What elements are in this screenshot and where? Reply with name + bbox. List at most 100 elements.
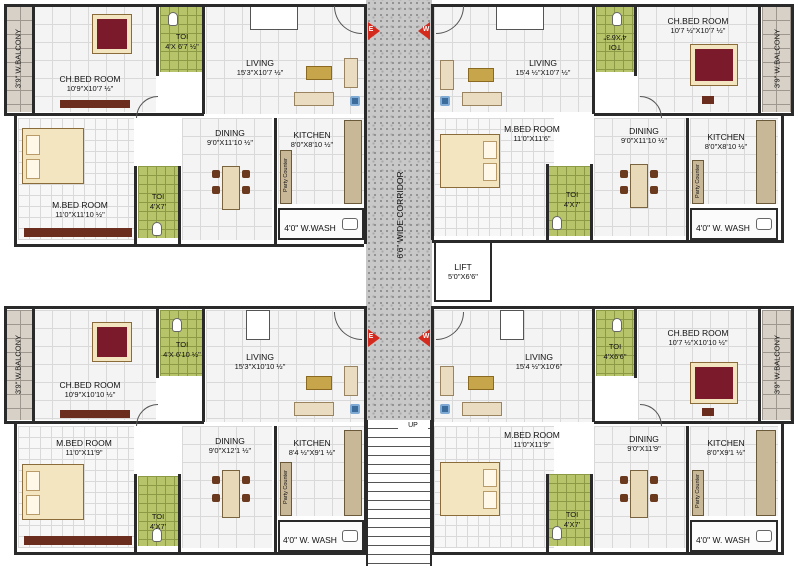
wardrobe — [702, 96, 714, 104]
kitchen-counter — [344, 120, 362, 204]
entry-arrow-west — [418, 329, 430, 347]
party-counter — [692, 160, 704, 204]
toilet-icon — [612, 12, 622, 26]
party-counter — [692, 470, 704, 516]
living-floor — [434, 6, 592, 112]
dining-floor — [182, 118, 272, 240]
wardrobe — [24, 536, 132, 545]
sink-icon — [756, 530, 772, 542]
chair — [242, 476, 250, 484]
chair — [620, 476, 628, 484]
party-counter — [280, 462, 292, 516]
stairs-up-label: UP — [398, 421, 428, 431]
balcony — [6, 310, 32, 420]
entry-letter: E — [368, 26, 374, 33]
kitchen-counter — [756, 430, 776, 516]
wardrobe — [24, 228, 132, 237]
toilet-icon — [152, 222, 162, 236]
bed — [92, 322, 132, 362]
entry-arrow-east — [368, 329, 380, 347]
party-counter-label: Party Counter — [695, 164, 701, 198]
chair — [650, 186, 658, 194]
window — [500, 310, 524, 340]
window — [250, 4, 298, 30]
plant-icon — [350, 96, 360, 106]
rug — [468, 68, 494, 82]
bed — [22, 128, 84, 184]
bed — [440, 134, 500, 188]
chair — [242, 186, 250, 194]
party-counter-label: Party Counter — [283, 470, 289, 504]
toilet-icon — [152, 528, 162, 542]
lift-name: LIFT — [454, 262, 472, 272]
chair — [212, 476, 220, 484]
sofa — [440, 366, 454, 396]
living-floor — [206, 310, 364, 422]
window — [496, 4, 544, 30]
chair — [242, 170, 250, 178]
living-floor — [206, 6, 364, 114]
chair — [620, 494, 628, 502]
balcony-label: 3'9" W.BALCONY — [772, 334, 782, 395]
entry-letter: W — [422, 26, 430, 33]
bed — [690, 44, 738, 86]
entry-arrow-east — [368, 22, 380, 40]
toilet-icon — [552, 526, 562, 540]
plant-icon — [440, 404, 450, 414]
dining-table — [630, 470, 648, 518]
party-counter-label: Party Counter — [695, 474, 701, 508]
dining-table — [222, 166, 240, 210]
balcony-label: 3'9" W.BALCONY — [13, 28, 23, 89]
sink-icon — [342, 530, 358, 542]
staircase — [366, 420, 432, 566]
bed — [690, 362, 738, 404]
bed — [22, 464, 84, 520]
toilet-icon — [172, 318, 182, 332]
entry-letter: E — [368, 333, 374, 340]
sofa — [440, 60, 454, 90]
bed — [92, 14, 132, 54]
m-bed-room-floor — [434, 426, 554, 548]
wardrobe — [60, 100, 130, 108]
wardrobe — [702, 408, 714, 416]
sofa — [462, 92, 502, 106]
rug — [306, 66, 332, 80]
chair — [650, 494, 658, 502]
entry-arrow-west — [418, 22, 430, 40]
wash-label: 4'0" W. WASH — [696, 535, 750, 545]
chair — [212, 170, 220, 178]
window — [246, 310, 270, 340]
lift-shaft — [434, 240, 492, 302]
lift-dimension: 5'0"X6'6" — [448, 272, 478, 281]
chair — [650, 170, 658, 178]
chair — [212, 186, 220, 194]
rug — [306, 376, 332, 390]
wash-label: 4'0" W. WASH — [283, 535, 337, 545]
toilet-icon — [552, 216, 562, 230]
dining-table — [222, 470, 240, 518]
sink-icon — [342, 218, 358, 230]
toilet-icon — [612, 318, 622, 332]
sofa — [294, 402, 334, 416]
sofa — [294, 92, 334, 106]
